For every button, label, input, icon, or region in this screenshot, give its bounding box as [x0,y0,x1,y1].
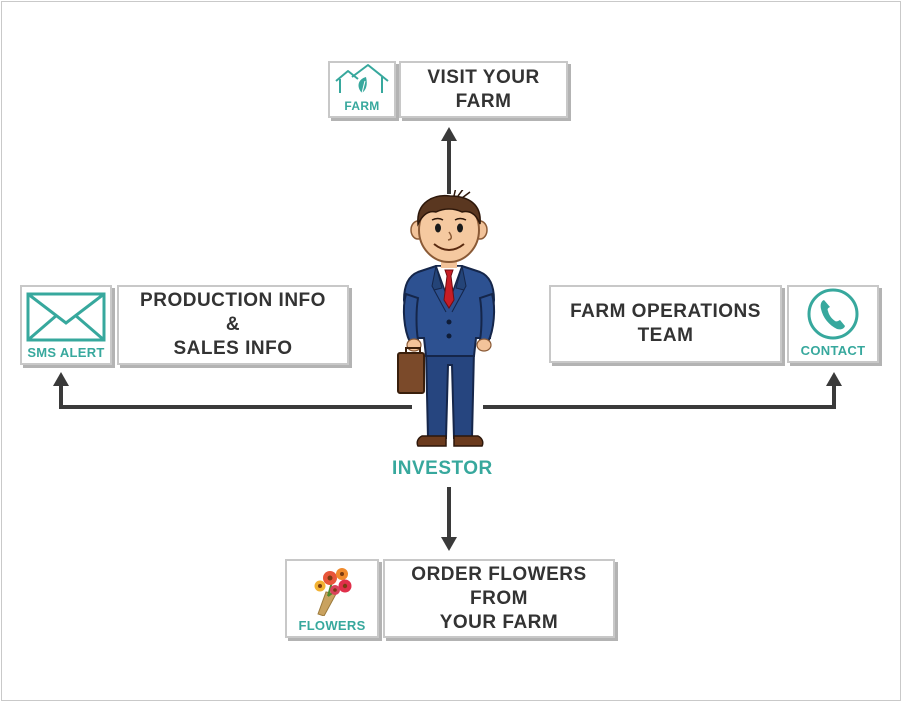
contact-caption: CONTACT [800,343,866,358]
farm-operations-box: FARM OPERATIONS TEAM [549,285,782,363]
visit-farm-line-2: FARM [455,90,512,112]
visit-farm-box: VISIT YOUR FARM [399,61,568,118]
production-info-line-1: PRODUCTION INFO [140,290,326,311]
arrowhead-up-right [826,372,842,386]
investor-label: INVESTOR [392,458,493,479]
flowers-caption: FLOWERS [298,618,366,633]
sms-alert-caption: SMS ALERT [27,345,105,360]
investor-figure [397,190,496,447]
phone-icon [807,288,859,340]
production-info-line-3: SALES INFO [173,338,293,359]
production-info-line-2: & [225,314,241,335]
visit-farm-line-1: VISIT YOUR [427,66,540,88]
order-flowers-box: ORDER FLOWERS FROM YOUR FARM [383,559,615,638]
order-flowers-line-2: FROM [470,587,528,609]
farm-icon-caption: FARM [344,99,380,113]
envelope-icon [26,292,106,342]
arrowhead-down-bottom [441,537,457,551]
arrowhead-up-left [53,372,69,386]
sms-alert-icon-box: SMS ALERT [20,285,112,365]
contact-icon-box: CONTACT [787,285,879,363]
arrow-to-production-info [59,385,412,409]
order-flowers-line-1: ORDER FLOWERS [411,563,587,585]
farm-operations-line-2: TEAM [637,325,694,346]
production-info-box: PRODUCTION INFO & SALES INFO [117,285,349,365]
farm-icon-box: FARM [328,61,396,118]
order-flowers-line-3: YOUR FARM [439,611,559,633]
farm-house-icon [335,64,389,94]
arrow-to-farm-operations [483,385,836,409]
arrowhead-up-top [441,127,457,141]
flower-bouquet-icon [314,568,352,616]
flowers-icon-box: FLOWERS [285,559,379,638]
farm-operations-line-1: FARM OPERATIONS [570,301,761,322]
